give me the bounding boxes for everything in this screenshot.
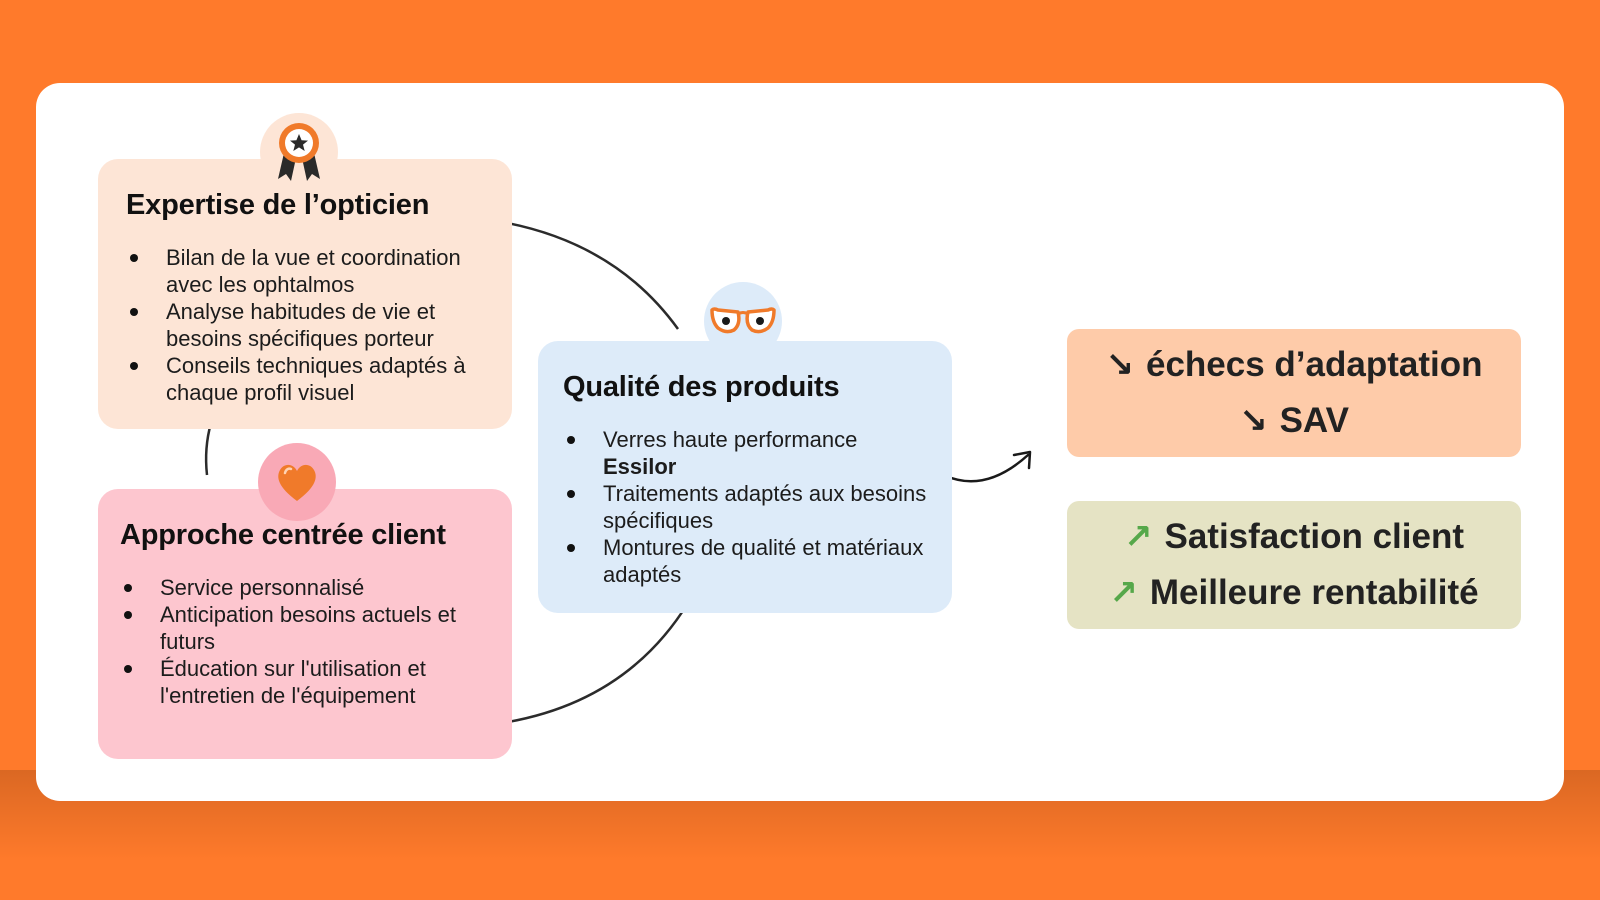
list-item: Anticipation besoins actuels et futurs [120,601,492,655]
list-item-text: Verres haute performance [603,427,858,452]
diagram-card: Expertise de l’opticien Bilan de la vue … [36,83,1564,801]
list-item: Montures de qualité et matériaux adaptés [563,534,932,588]
qualite-title: Qualité des produits [563,371,840,403]
connector-lines [204,220,1032,725]
glasses-icon [704,282,782,360]
arrow-up-right-icon: ↗ [1109,574,1138,612]
list-item: Éducation sur l'utilisation et l'entreti… [120,655,492,709]
outcome-line: ↗ Meilleure rentabilité [1109,565,1478,621]
arc-top-connector [501,220,680,330]
arrow-down-right-icon: ↘ [1105,346,1135,384]
increase-outcome-box: ↗ Satisfaction client ↗ Meilleure rentab… [1067,501,1521,629]
decrease-outcome-box: ↘ échecs d’adaptation ↘ SAV [1067,329,1521,457]
ribbon-award-icon [260,113,338,191]
arc-bottom-connector [501,602,690,725]
outcome-text: échecs d’adaptation [1146,345,1483,384]
arc-left-connector [204,422,213,476]
list-item: Service personnalisé [120,574,492,601]
heart-icon [258,443,336,521]
expertise-box: Expertise de l’opticien Bilan de la vue … [98,159,512,429]
arrow-down-right-icon: ↘ [1239,402,1268,440]
outcome-text: Meilleure rentabilité [1149,573,1479,612]
client-list: Service personnalisé Anticipation besoin… [120,574,492,709]
result-arrow-head [1012,450,1032,470]
qualite-list: Verres haute performance Essilor Traitem… [563,426,932,588]
list-item-brand: Essilor [603,454,677,479]
outcome-line: ↘ échecs d’adaptation [1106,337,1483,393]
arrow-up-right-icon: ↗ [1123,518,1153,556]
list-item: Conseils techniques adaptés à chaque pro… [126,352,492,406]
list-item: Bilan de la vue et coordination avec les… [126,244,492,298]
list-item: Traitements adaptés aux besoins spécifiq… [563,480,932,534]
list-item: Analyse habitudes de vie et besoins spéc… [126,298,492,352]
qualite-box: Qualité des produits Verres haute perfor… [538,341,952,613]
outcome-line: ↘ SAV [1239,393,1349,449]
result-arrow-curve [944,453,1030,483]
list-item: Verres haute performance Essilor [563,426,932,480]
outcome-line: ↗ Satisfaction client [1124,509,1464,565]
client-title: Approche centrée client [120,519,446,551]
expertise-list: Bilan de la vue et coordination avec les… [126,244,492,406]
client-box: Approche centrée client Service personna… [98,489,512,759]
outcome-text: SAV [1279,401,1349,440]
expertise-title: Expertise de l’opticien [126,189,430,221]
outcome-text: Satisfaction client [1164,517,1465,556]
